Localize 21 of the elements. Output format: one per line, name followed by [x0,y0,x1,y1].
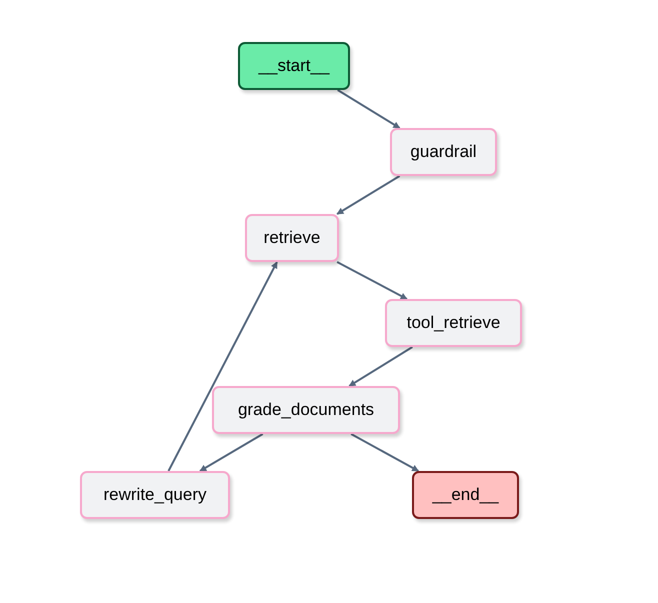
node-label: tool_retrieve [406,313,500,333]
arrow [336,175,400,215]
node-label: retrieve [264,228,320,248]
node-label: __end__ [432,485,499,505]
process-box [80,471,230,519]
process-box [412,471,519,519]
process-box [212,386,400,434]
node-label: grade_documents [238,400,374,420]
arrow [199,433,264,472]
arrow [348,346,413,387]
arrow [337,89,400,129]
process-box [238,42,350,90]
arrow [336,261,408,300]
node-label: guardrail [410,142,477,162]
process-box [385,299,522,347]
arrow [350,433,420,472]
node-label: rewrite_query [104,485,206,505]
arrow [168,261,278,472]
process-box [390,128,497,176]
process-box [245,214,339,262]
node-label: __start__ [258,56,330,76]
